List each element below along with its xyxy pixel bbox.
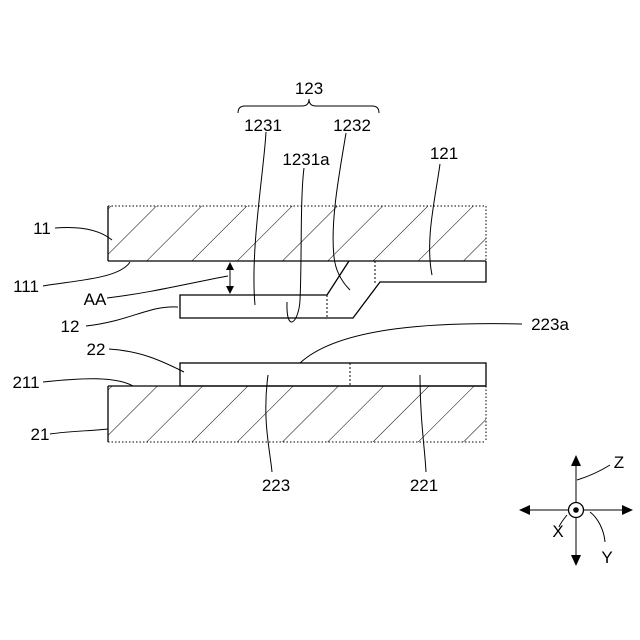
- label-aa: AA: [84, 290, 107, 309]
- label-223: 223: [262, 476, 290, 495]
- label-1231: 1231: [244, 116, 282, 135]
- label-221: 221: [410, 476, 438, 495]
- label-12: 12: [61, 317, 80, 336]
- label-211: 211: [12, 373, 39, 392]
- z-arrow-icon: [571, 455, 581, 466]
- lower-member-22: [180, 363, 486, 386]
- label-22: 22: [87, 340, 106, 359]
- y-arrow-icon: [622, 505, 633, 515]
- minus-y-arrow-icon: [519, 505, 530, 515]
- axis-label-z: Z: [614, 453, 624, 472]
- axis-label-x: X: [552, 522, 563, 541]
- label-1231a: 1231a: [282, 150, 330, 169]
- label-123: 123: [295, 79, 323, 98]
- label-121: 121: [430, 144, 458, 163]
- label-21: 21: [31, 425, 50, 444]
- label-11: 11: [33, 219, 51, 238]
- label-111: 111: [13, 277, 39, 296]
- upper-member-12: [180, 261, 486, 318]
- lower-substrate-21: [108, 386, 486, 442]
- label-223a: 223a: [531, 315, 569, 334]
- label-1232: 1232: [333, 116, 371, 135]
- axis-label-y: Y: [601, 548, 612, 567]
- minus-z-arrow-icon: [571, 555, 581, 566]
- brace-123: [238, 99, 379, 113]
- gap-aa-arrow: [226, 262, 234, 294]
